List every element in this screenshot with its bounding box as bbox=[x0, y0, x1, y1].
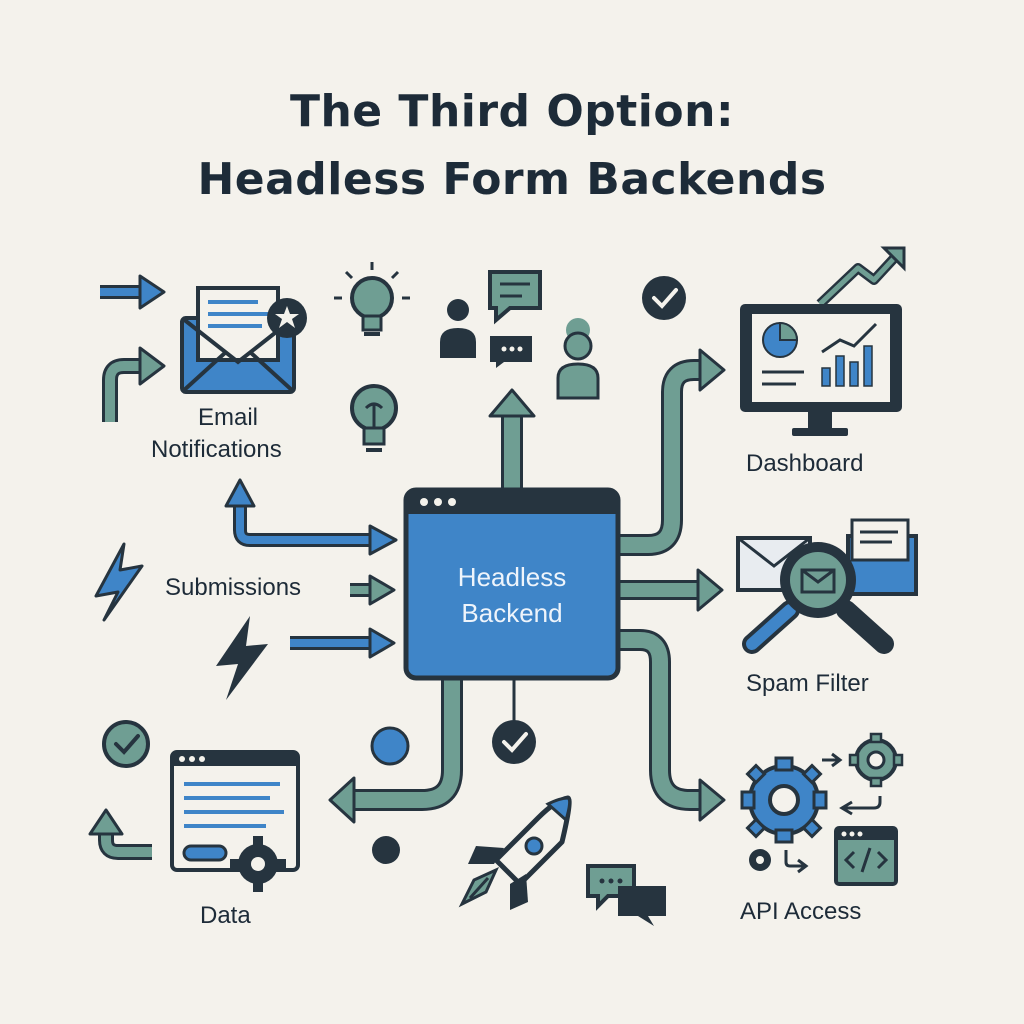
submissions-label: Submissions bbox=[165, 574, 302, 601]
chat-bubbles-icon bbox=[586, 864, 666, 926]
connector-up-arrow bbox=[488, 388, 536, 503]
spam-filter-label: Spam Filter bbox=[746, 670, 869, 697]
email-label-line1: Email bbox=[198, 404, 259, 431]
envelope-star-icon bbox=[180, 286, 307, 394]
center-label-line2: Backend bbox=[461, 598, 563, 628]
rocket-icon bbox=[458, 795, 572, 910]
monitor-chart-icon bbox=[740, 246, 906, 436]
bottom-left-return-arrow bbox=[88, 808, 152, 860]
api-access-label: API Access bbox=[740, 898, 862, 925]
check-circle-icon-bottom bbox=[492, 720, 536, 764]
check-circle-icon bbox=[642, 276, 686, 320]
data-label: Data bbox=[200, 902, 251, 929]
lightbulb-icon-2 bbox=[350, 384, 398, 452]
form-window-gear-icon bbox=[170, 750, 300, 892]
magnifier-envelope-icon bbox=[736, 518, 918, 654]
center-label-line1: Headless bbox=[457, 562, 567, 592]
incoming-email-arrow bbox=[224, 478, 398, 556]
connector-api-arrow bbox=[607, 629, 726, 822]
diagram-title-line1: The Third Option: bbox=[289, 86, 735, 137]
top-left-bent-arrow bbox=[102, 346, 166, 422]
gears-code-icon bbox=[740, 732, 904, 886]
incoming-lower-arrow bbox=[290, 627, 396, 659]
dark-dot bbox=[372, 836, 400, 864]
email-label-line2: Notifications bbox=[151, 436, 282, 463]
flow-connectors bbox=[328, 348, 726, 824]
incoming-arrows bbox=[88, 274, 398, 860]
check-circle-icon-left bbox=[102, 720, 150, 768]
connector-data-arrow bbox=[328, 665, 463, 824]
dashboard-label: Dashboard bbox=[746, 450, 864, 477]
diagram-title-line2: Headless Form Backends bbox=[197, 154, 827, 205]
chat-users-icon bbox=[440, 270, 600, 400]
top-left-arrow bbox=[100, 274, 166, 310]
lightbulb-icon bbox=[334, 262, 410, 336]
blue-dot bbox=[370, 726, 410, 766]
incoming-submissions-arrow bbox=[350, 574, 396, 606]
lightning-icon bbox=[94, 542, 144, 622]
connector-spam-arrow bbox=[608, 568, 724, 612]
lightning-icon-2 bbox=[216, 616, 268, 700]
headless-backend-box bbox=[403, 487, 621, 681]
connector-dashboard-arrow bbox=[607, 348, 726, 556]
